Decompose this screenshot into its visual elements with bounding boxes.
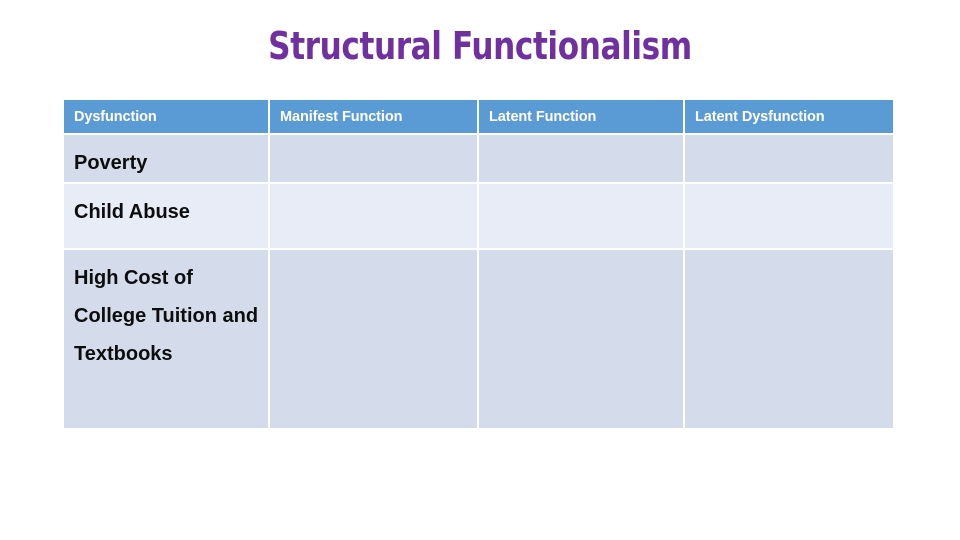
cell-child-abuse-latent-function[interactable]	[479, 184, 685, 250]
cell-poverty-manifest-function[interactable]	[270, 135, 479, 184]
column-header-latent-dysfunction[interactable]: Latent Dysfunction	[685, 100, 893, 135]
cell-child-abuse-latent-dysfunction[interactable]	[685, 184, 893, 250]
cell-high-cost-college-latent-dysfunction[interactable]	[685, 250, 893, 428]
cell-child-abuse-dysfunction[interactable]: Child Abuse	[64, 184, 270, 250]
column-header-manifest-function[interactable]: Manifest Function	[270, 100, 479, 135]
column-header-dysfunction[interactable]: Dysfunction	[64, 100, 270, 135]
cell-label	[280, 259, 471, 260]
cell-label	[280, 144, 471, 145]
cell-label: High Cost of College Tuition and Textboo…	[74, 267, 259, 365]
column-header-latent-function[interactable]: Latent Function	[479, 100, 685, 135]
cell-high-cost-college-manifest-function[interactable]	[270, 250, 479, 428]
table-row: High Cost of College Tuition and Textboo…	[64, 250, 893, 428]
cell-label	[695, 193, 887, 194]
cell-label	[695, 259, 887, 260]
cell-poverty-dysfunction[interactable]: Poverty	[64, 135, 270, 184]
page-title: Structural Functionalism	[268, 24, 692, 68]
structural-functionalism-table: Dysfunction Manifest Function Latent Fun…	[64, 100, 893, 428]
matrix-table: Dysfunction Manifest Function Latent Fun…	[64, 100, 893, 428]
cell-high-cost-college-dysfunction[interactable]: High Cost of College Tuition and Textboo…	[64, 250, 270, 428]
cell-high-cost-college-latent-function[interactable]	[479, 250, 685, 428]
cell-label	[280, 193, 471, 194]
cell-label	[489, 193, 677, 194]
cell-poverty-latent-dysfunction[interactable]	[685, 135, 893, 184]
cell-label	[489, 259, 677, 260]
table-row: Poverty	[64, 135, 893, 184]
table-header-row: Dysfunction Manifest Function Latent Fun…	[64, 100, 893, 135]
cell-label: Child Abuse	[74, 201, 190, 223]
cell-child-abuse-manifest-function[interactable]	[270, 184, 479, 250]
cell-label: Poverty	[74, 152, 148, 174]
table-row: Child Abuse	[64, 184, 893, 250]
cell-label	[695, 144, 887, 145]
cell-label	[489, 144, 677, 145]
cell-poverty-latent-function[interactable]	[479, 135, 685, 184]
